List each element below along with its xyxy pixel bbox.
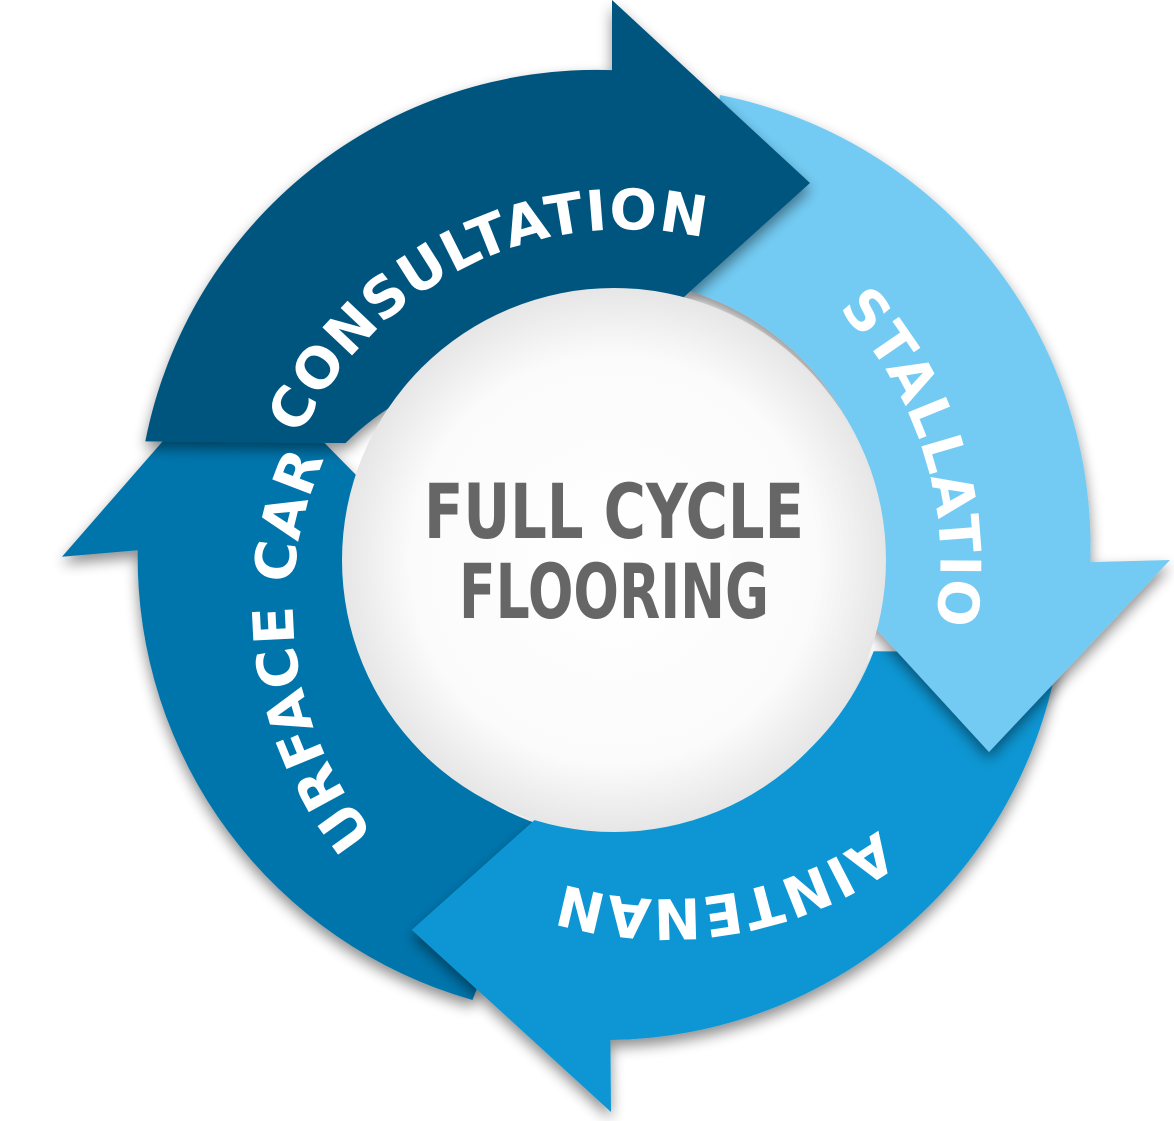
segment-maintenance-arrow <box>411 651 1059 1112</box>
center-title-line-1: FULL CYCLE <box>424 467 804 556</box>
segment-installation-arrow <box>690 95 1170 752</box>
center-title-line-2: FLOORING <box>459 547 769 636</box>
segment-surface-care-arrow <box>62 355 540 1000</box>
inner-circle <box>342 288 886 832</box>
